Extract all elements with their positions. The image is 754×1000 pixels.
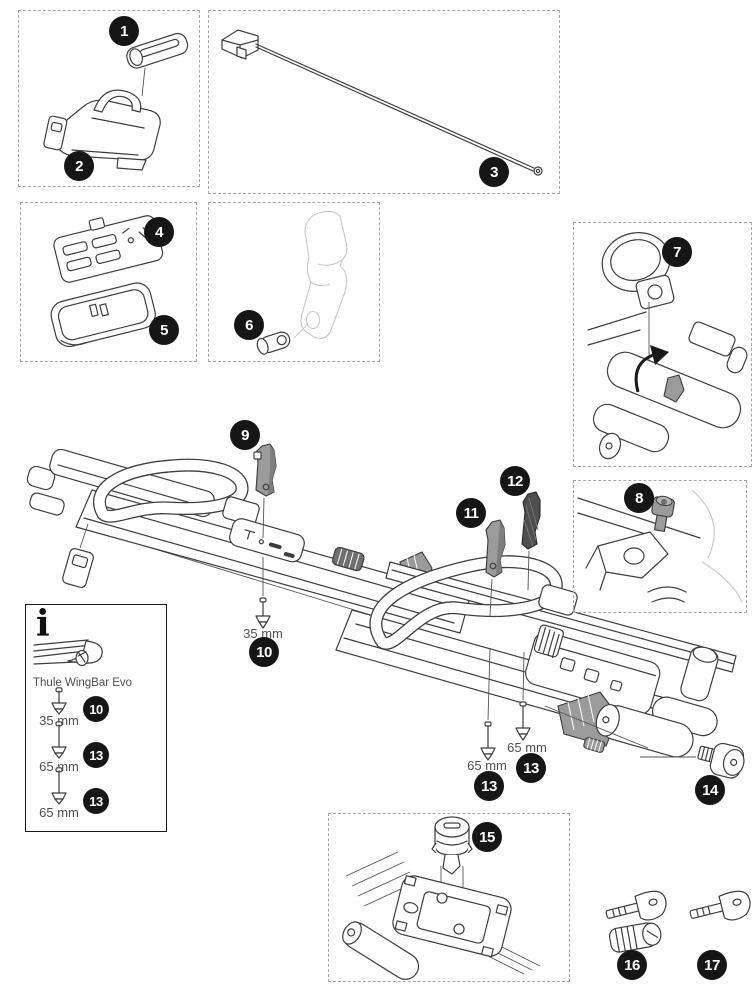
group-box-parts-1-2 (18, 10, 200, 187)
rear-arm-loop (369, 555, 578, 650)
part-6-pin (256, 331, 291, 355)
screw-10-length-label: 35 mm (243, 626, 283, 641)
callout-3: 3 (479, 157, 509, 187)
info-row-65mm-label-1: 65 mm (39, 759, 79, 774)
callout-5: 5 (149, 315, 179, 345)
part-14-knob-bolt (640, 742, 745, 779)
callout-12: 12 (500, 466, 530, 496)
screw-65mm-icon-1 (51, 721, 67, 759)
callout-17: 17 (697, 950, 727, 980)
part-16-key (605, 890, 667, 921)
info-callout-13b: 13 (83, 788, 109, 814)
part-8-bolt (651, 495, 675, 533)
screw-65mm-icon-2 (51, 767, 67, 805)
callout-1: 1 (109, 16, 139, 46)
info-row-35mm-label: 35 mm (39, 713, 79, 728)
info-icon: i (36, 603, 50, 645)
rotate-arrow (634, 352, 657, 393)
part-15-lock-cylinder (431, 816, 473, 928)
screw-13-left-65mm (480, 647, 496, 761)
screw-13-right-65mm (515, 651, 531, 741)
callout-13-left: 13 (474, 771, 504, 801)
group-box-part-6 (208, 202, 380, 362)
lock-base-plate (342, 851, 541, 980)
rear-end-post (680, 646, 719, 702)
screw-35mm-icon (51, 687, 67, 715)
front-wheel-tray (26, 448, 215, 518)
threaded-stud (583, 737, 606, 753)
callout-6: 6 (234, 310, 264, 340)
callout-10: 10 (249, 637, 279, 667)
info-callout-13a: 13 (83, 742, 109, 768)
callout-9: 9 (230, 420, 260, 450)
part-2-front-clamp (43, 89, 161, 171)
part-17-key (689, 890, 751, 921)
front-arm-loop (92, 458, 260, 526)
leader-part1 (141, 67, 146, 97)
screw-13-right-length-label: 65 mm (507, 740, 547, 755)
callout-7: 7 (662, 237, 692, 267)
group-box-part-7 (573, 222, 752, 467)
part-16-lock-barrel (608, 922, 662, 953)
group-box-part-8 (573, 480, 747, 613)
info-box-wingbar-evo: i Thule WingBar Evo 35 mm 10 65 mm 13 (25, 604, 167, 832)
info-row-65mm-label-2: 65 mm (39, 805, 79, 820)
ratchet-housing (525, 624, 661, 715)
callout-8: 8 (624, 483, 654, 513)
strap-buckle-hanging (62, 547, 94, 589)
part-1-strap-buckle (126, 32, 189, 69)
group-box-parts-4-5 (20, 202, 197, 362)
callout-4: 4 (144, 217, 174, 247)
callout-13-right: 13 (516, 753, 546, 783)
part-7-ring-bracket (635, 274, 675, 310)
callout-16: 16 (617, 950, 647, 980)
box7-mechanism (587, 302, 748, 460)
part-11-frame-wedge (485, 519, 506, 617)
part-12-frame-wedge-dark (521, 491, 541, 591)
part-6-handle-ghost (293, 210, 348, 339)
part-7-gray-catch (663, 374, 685, 403)
group-box-part-3 (208, 10, 560, 194)
callout-11: 11 (456, 498, 486, 528)
part-5-gasket-frame (50, 282, 156, 348)
wingbar-illustration (33, 639, 103, 667)
rotate-arrow-head (650, 345, 669, 365)
info-callout-10: 10 (83, 696, 109, 722)
wingbar-product-label: Thule WingBar Evo (33, 677, 133, 689)
main-carrier (26, 448, 737, 758)
box8-bracket (577, 489, 743, 603)
mounting-plate (229, 518, 305, 563)
group-box-part-15 (328, 813, 570, 982)
part-4-adapter-plate (53, 215, 164, 283)
screw-13-left-length-label: 65 mm (467, 758, 507, 773)
screw-10-35mm (255, 557, 271, 629)
ribbed-grip (332, 546, 365, 572)
part-7-clamp-ring (601, 232, 671, 292)
callout-14: 14 (695, 775, 725, 805)
part-9-frame-wedge (253, 443, 277, 539)
part-3-release-rod (221, 29, 543, 176)
rear-rollers (595, 696, 718, 758)
callout-2: 2 (64, 151, 94, 181)
callout-15: 15 (472, 822, 502, 852)
